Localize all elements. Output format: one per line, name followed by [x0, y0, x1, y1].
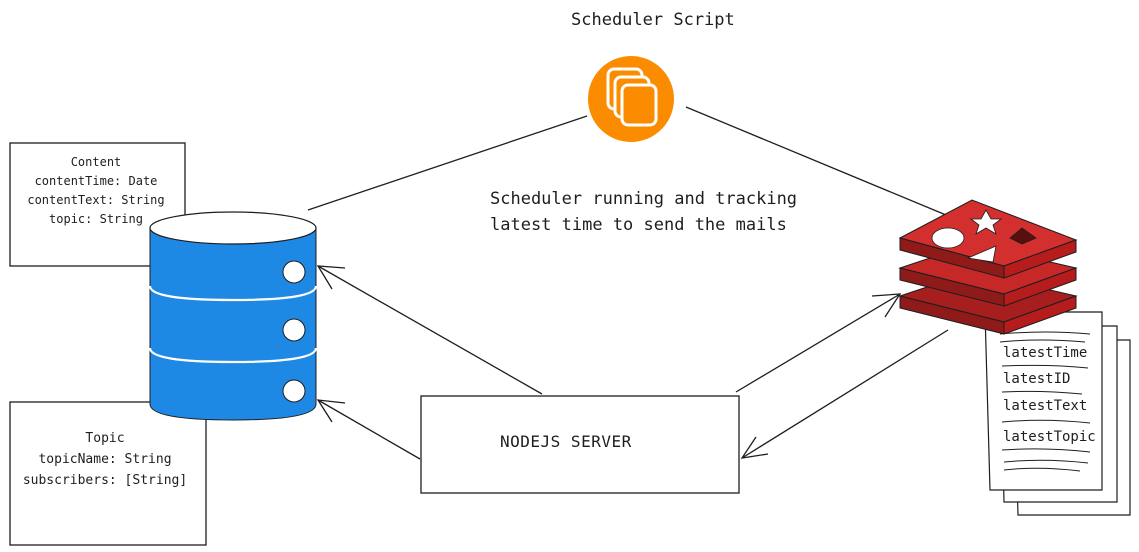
redis-field-latest-time: latestTime — [1003, 345, 1088, 361]
redis-field-latest-topic: latestTopic — [1003, 429, 1096, 445]
topic-field-subscribers: subscribers: [String] — [22, 473, 188, 488]
topic-schema-title: Topic — [85, 431, 125, 446]
scheduler-to-db-line — [307, 115, 588, 211]
content-schema-text: Content contentTime: Date contentText: S… — [16, 153, 176, 229]
server-label: NODEJS SERVER — [500, 432, 632, 451]
arrowhead-redis — [871, 293, 902, 318]
scheduler-icon — [588, 56, 674, 142]
server-to-redis-arrow — [735, 293, 901, 393]
arrowhead-db-upper — [316, 265, 346, 290]
note-line-1: Scheduler running and tracking — [490, 189, 798, 209]
server-to-db-arrow-upper — [317, 265, 543, 395]
scheduler-note: Scheduler running and tracking latest ti… — [490, 186, 797, 238]
content-field-topic: topic: String — [49, 212, 143, 226]
redis-to-server-arrow — [741, 329, 949, 459]
redis-field-latest-id: latestID — [1003, 371, 1071, 387]
scheduler-title: Scheduler Script — [571, 10, 735, 30]
content-schema-title: Content — [70, 155, 122, 169]
topic-field-name: topicName: String — [38, 452, 172, 467]
arrowhead-server — [740, 436, 769, 459]
topic-schema-box — [9, 401, 207, 546]
redis-icon — [898, 199, 1078, 335]
document-icon — [984, 311, 1131, 516]
content-field-time: contentTime: Date — [34, 174, 158, 188]
scheduler-to-redis-line — [685, 106, 947, 216]
content-field-text: contentText: String — [27, 193, 165, 207]
redis-field-latest-text: latestText — [1003, 398, 1088, 414]
arrowhead-db-lower — [316, 399, 346, 423]
note-line-2: latest time to send the mails — [490, 215, 787, 235]
database-icon — [148, 211, 318, 421]
server-to-db-arrow-lower — [317, 399, 421, 460]
nodejs-server-box — [420, 395, 740, 494]
topic-schema-text: Topic topicName: String subscribers: [St… — [20, 428, 190, 491]
